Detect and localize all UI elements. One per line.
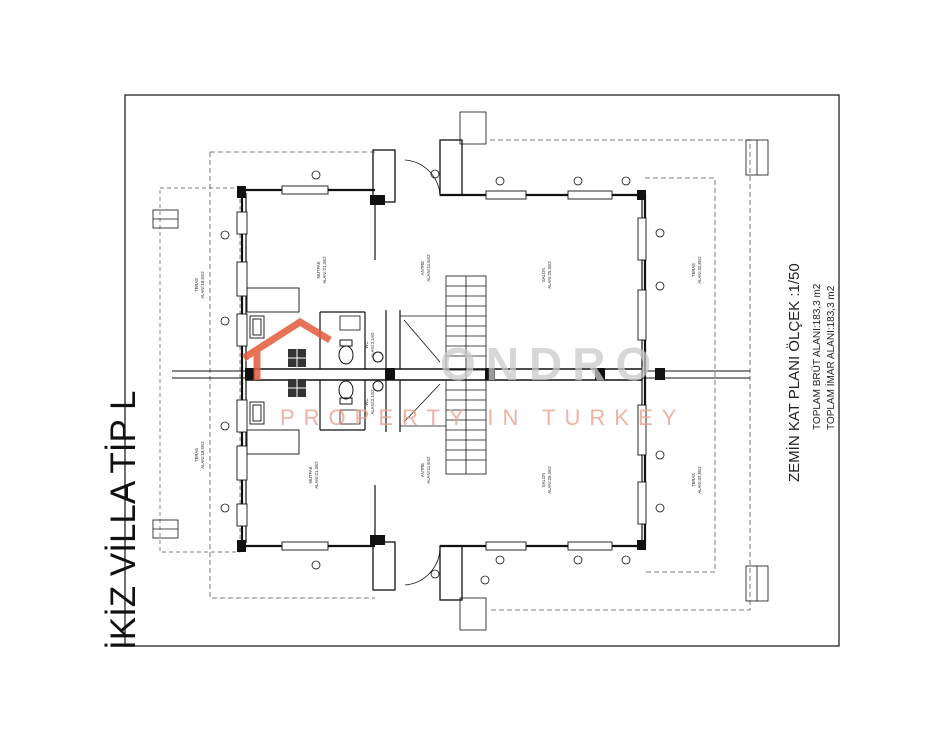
watermark-brand-visible: ONDRO <box>440 338 661 390</box>
room-name: SALON <box>541 268 546 282</box>
room-label: TERAS ALANI:18,5m2 <box>194 441 205 469</box>
room-area: ALANI:18,5m2 <box>200 271 205 299</box>
room-label: WC ALANI:2,1m2 <box>364 389 375 415</box>
plan-scale-title: ZEMİN KAT PLANI ÖLÇEK :1/50 <box>786 263 803 482</box>
room-label: SALON ALANI:25,3m2 <box>541 261 552 289</box>
room-name: WC <box>364 342 369 349</box>
room-name: WC <box>364 399 369 406</box>
room-label: SALON ALANI:25,3m2 <box>541 466 552 494</box>
watermark-logo-icon <box>242 317 332 380</box>
room-label: TERAS ALANI:32,8m2 <box>691 466 702 494</box>
room-label: TERAS ALANI:18,5m2 <box>194 271 205 299</box>
room-area: ALANI:2,1m2 <box>370 332 375 358</box>
window <box>281 185 647 551</box>
room-label: WC ALANI:2,1m2 <box>364 332 375 358</box>
room-label: MUTFAK ALANI:21,3m2 <box>316 256 327 284</box>
kitchen-counter <box>246 287 300 455</box>
site-boundary <box>159 187 241 553</box>
site-boundary <box>209 152 375 599</box>
room-label: ANTRE ALANI:11,6m2 <box>420 254 431 282</box>
wc-basin <box>339 315 361 425</box>
room-area: ALANI:25,3m2 <box>547 466 552 494</box>
room-name: TERAS <box>691 263 696 277</box>
drawing-title: İKİZ VİLLA TİP L <box>104 390 143 650</box>
room-labels: TERAS ALANI:18,5m2 MUTFAK ALANI:21,3m2 A… <box>194 254 702 494</box>
room-area: ALANI:32,8m2 <box>697 256 702 284</box>
room-area: ALANI:2,1m2 <box>370 389 375 415</box>
level-marker <box>220 169 665 585</box>
watermark-tagline: PROPERTY IN TURKEY <box>280 405 685 430</box>
gross-area-note: TOPLAM BRÜT ALANI:183,3 m2 <box>812 283 823 430</box>
room-label: TERAS ALANI:32,8m2 <box>691 256 702 284</box>
room-area: ALANI:21,3m2 <box>314 461 319 489</box>
room-area: ALANI:11,6m2 <box>426 254 431 282</box>
room-name: MUTFAK <box>308 466 313 483</box>
drawing-frame <box>124 94 840 647</box>
room-area: ALANI:21,3m2 <box>322 256 327 284</box>
room-name: MUTFAK <box>316 261 321 278</box>
window <box>236 211 248 527</box>
site-boundary <box>490 139 751 611</box>
room-label: ANTRE ALANI:11,6m2 <box>420 456 431 484</box>
room-name: TERAS <box>194 448 199 462</box>
watermark-brand: ONDRO <box>440 338 661 390</box>
room-name: SALON <box>541 473 546 487</box>
entrance-porch <box>372 111 487 631</box>
room-area: ALANI:11,6m2 <box>426 456 431 484</box>
structural-columns <box>237 186 665 552</box>
stove-grid <box>288 349 306 397</box>
room-name: TERAS <box>691 473 696 487</box>
room-name: TERAS <box>194 278 199 292</box>
room-area: ALANI:18,5m2 <box>200 441 205 469</box>
room-area: ALANI:32,8m2 <box>697 466 702 494</box>
room-name: ANTRE <box>420 261 425 275</box>
zoning-area-note: TOPLAM İMAR ALANI:183,3 m2 <box>826 285 837 430</box>
room-name: ANTRE <box>420 463 425 477</box>
terrace-railing <box>152 139 769 602</box>
room-label: MUTFAK ALANI:21,3m2 <box>308 461 319 489</box>
room-area: ALANI:25,3m2 <box>547 261 552 289</box>
terrace-boundary <box>645 177 716 573</box>
staircase <box>400 275 487 475</box>
toilet-icon <box>338 339 384 405</box>
